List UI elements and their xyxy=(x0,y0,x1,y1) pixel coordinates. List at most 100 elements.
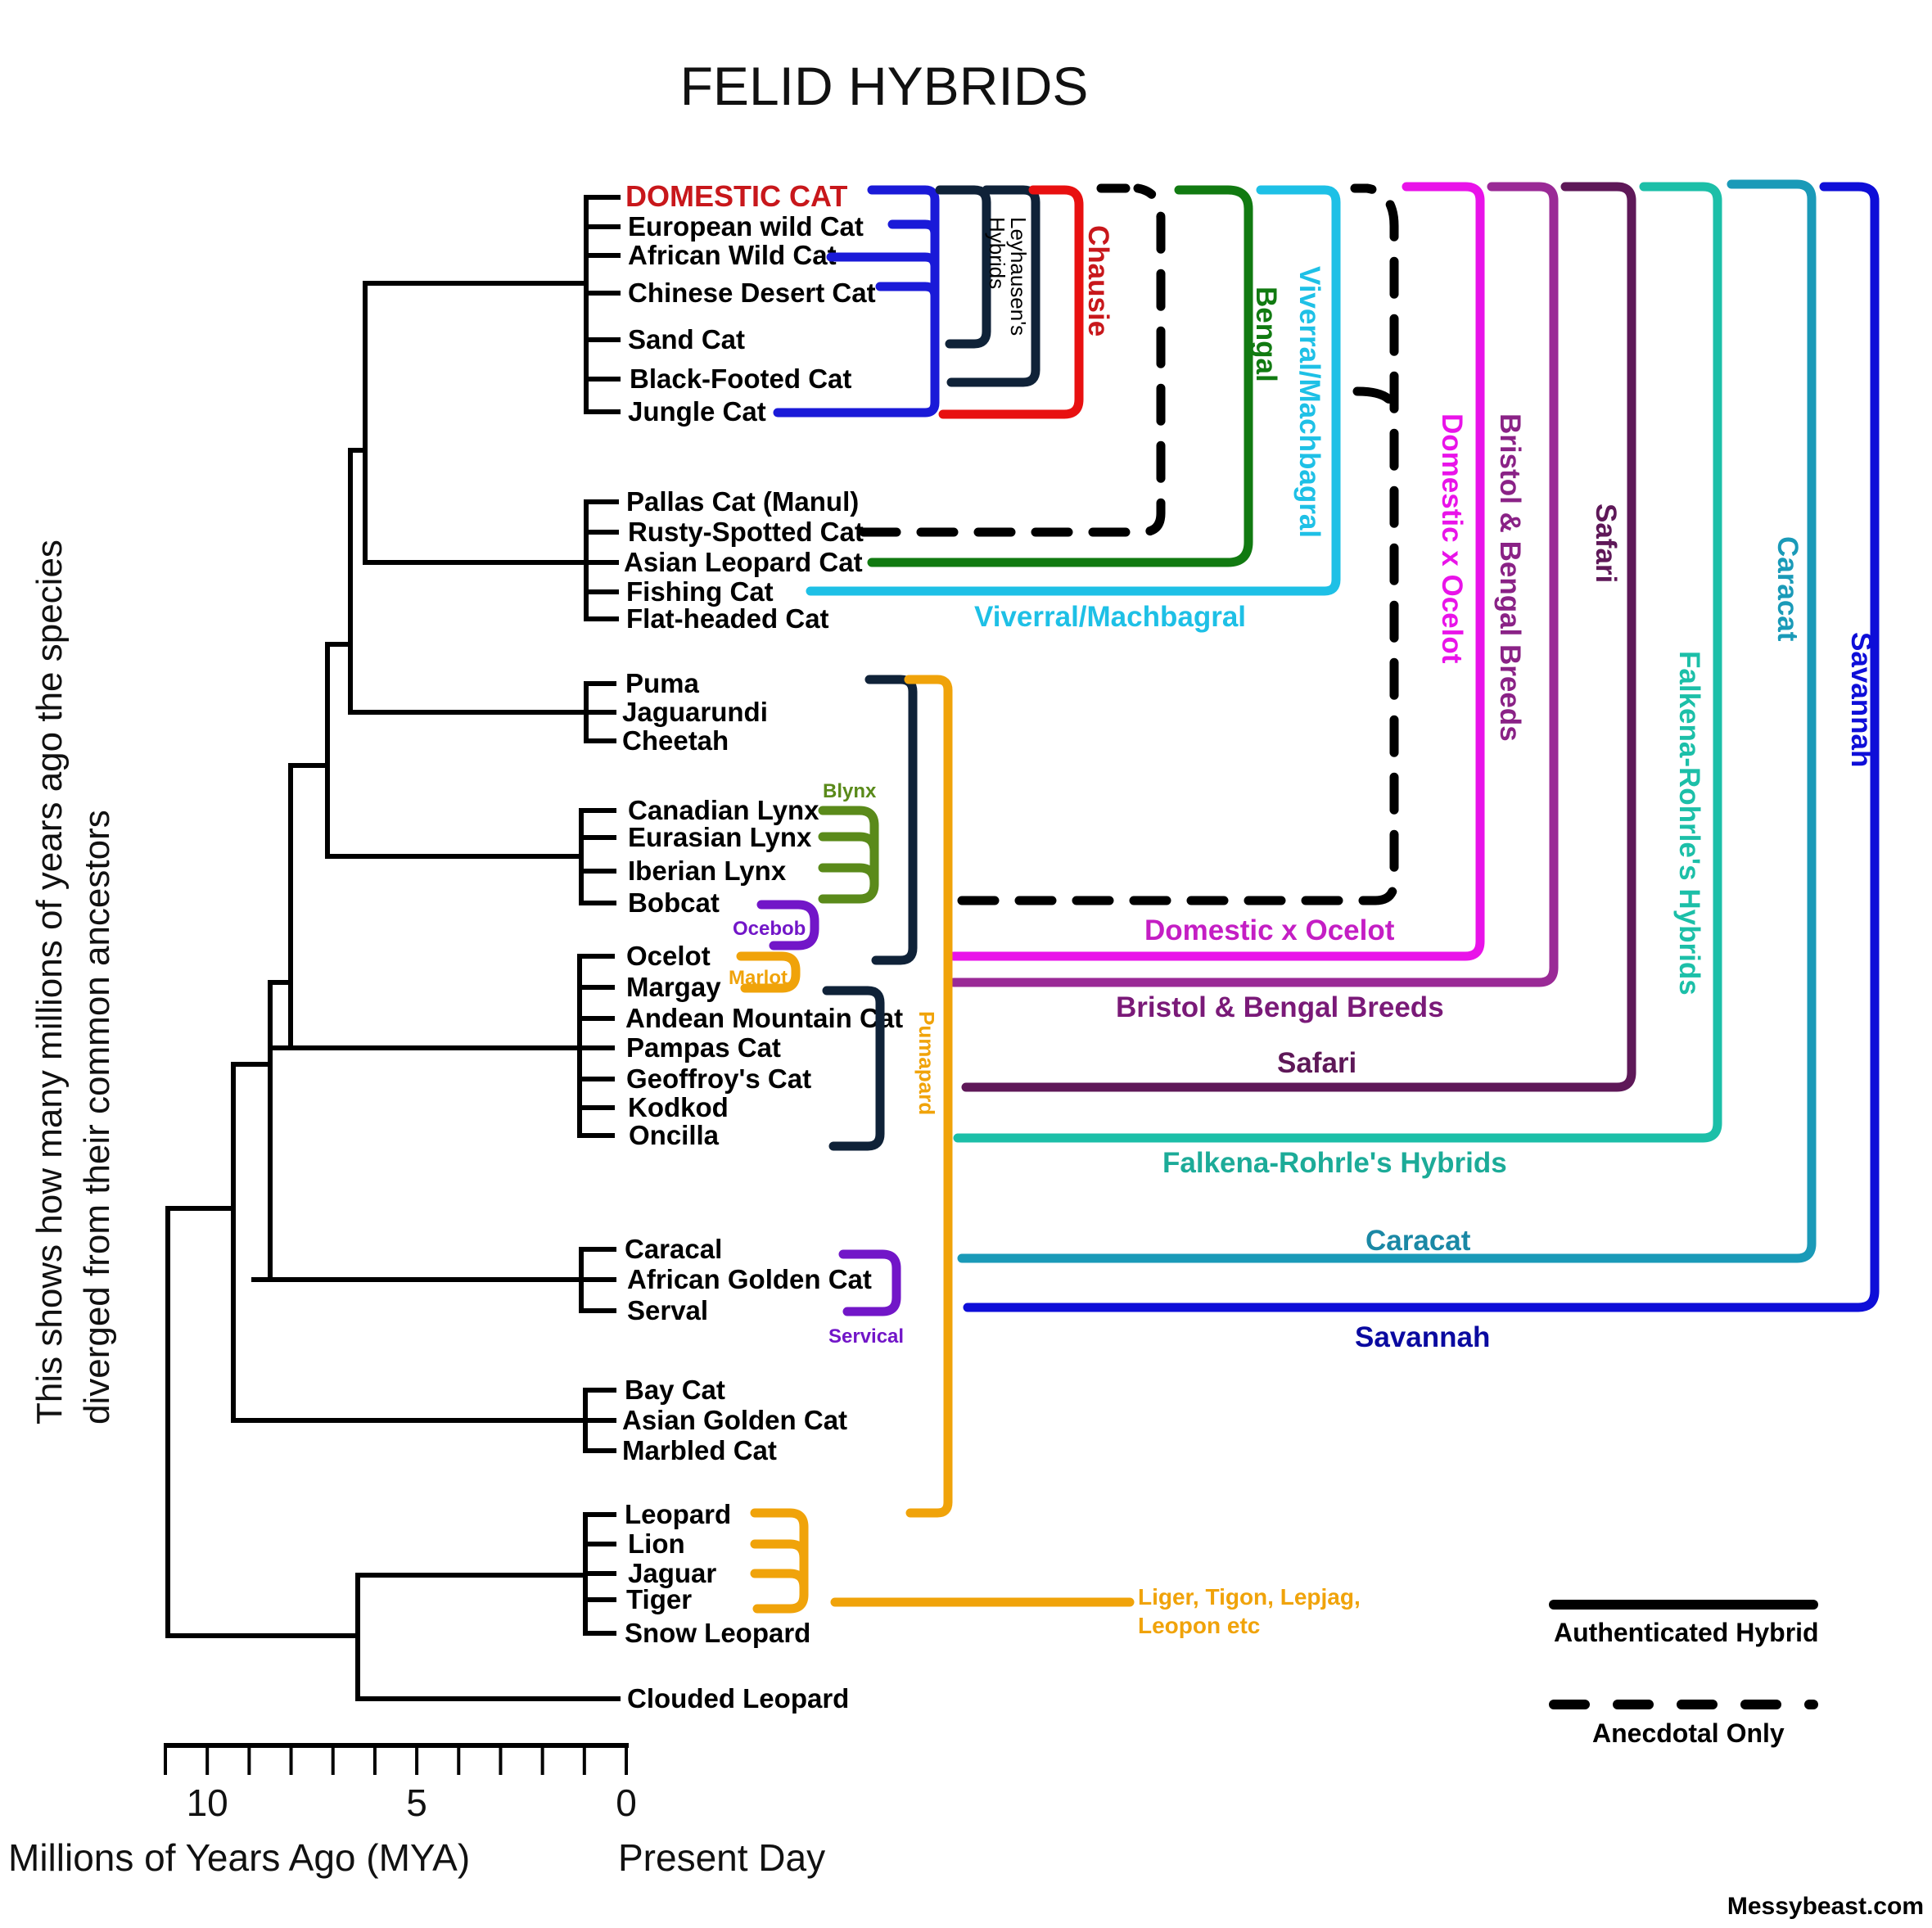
label-savannah-horizontal: Savannah xyxy=(1355,1321,1490,1353)
diagram-title: FELID HYBRIDS xyxy=(680,56,1089,116)
species-label: Sand Cat xyxy=(628,324,745,354)
species-label: Andean Mountain Cat xyxy=(625,1003,903,1033)
species-label: Margay xyxy=(626,972,721,1002)
hybrid-line-domestic-group xyxy=(773,185,940,418)
species-label: Ocelot xyxy=(626,941,711,971)
tree-branch-node-f xyxy=(165,1062,236,1423)
tree-branch-leopard-cat-clade xyxy=(363,499,619,621)
label-viverral-vertical: Viverral/Machbagral xyxy=(1293,266,1325,538)
species-label: Jungle Cat xyxy=(628,396,766,427)
legend-authenticated-label: Authenticated Hybrid xyxy=(1554,1618,1819,1647)
species-label: Asian Golden Cat xyxy=(622,1405,847,1435)
label-bristol-horizontal: Bristol & Bengal Breeds xyxy=(1116,991,1444,1023)
label-falkena-horizontal: Falkena-Rohrle's Hybrids xyxy=(1162,1147,1507,1179)
hybrid-line-ocebob xyxy=(756,900,819,950)
hybrid-line-safari xyxy=(961,182,1636,1092)
legend-anecdotal-label: Anecdotal Only xyxy=(1592,1718,1785,1748)
label-leyhausen-hybrids: Hybrids xyxy=(985,217,1009,289)
label-safari-vertical: Safari xyxy=(1590,503,1622,583)
tree-branch-lynx-clade xyxy=(325,808,616,905)
species-label: African Golden Cat xyxy=(627,1264,872,1294)
species-label: Snow Leopard xyxy=(625,1618,810,1648)
hybrid-line-viverral xyxy=(806,185,1341,596)
species-label: Marbled Cat xyxy=(622,1435,777,1465)
tree-branch-panthera-clade xyxy=(355,1512,616,1636)
species-label: Oncilla xyxy=(629,1120,720,1150)
hybrid-line-leyhausen-1 xyxy=(935,185,991,349)
label-bengal: Bengal xyxy=(1250,287,1282,382)
axis-ticks xyxy=(164,1745,628,1775)
label-viverral-horizontal: Viverral/Machbagral xyxy=(974,601,1246,633)
label-pumapard: Pumapard xyxy=(914,1011,939,1115)
y-caption-line2: diverged from their common ancestors xyxy=(77,810,117,1425)
hybrid-labels: Leyhausen's Hybrids Chausie Bengal Viver… xyxy=(729,217,1877,1638)
hybrid-line-servical xyxy=(838,1249,901,1316)
species-label: Jaguarundi xyxy=(622,697,768,727)
species-label: Leopard xyxy=(625,1499,731,1529)
hybrid-line-chausie xyxy=(938,185,1084,419)
species-label: Cheetah xyxy=(622,725,729,756)
label-pantherine-line2: Leopon etc xyxy=(1138,1613,1260,1638)
hybrid-line-bengal xyxy=(867,185,1253,567)
label-domestic-x-ocelot-vertical: Domestic x Ocelot xyxy=(1436,413,1468,664)
species-label: Clouded Leopard xyxy=(627,1683,849,1714)
label-caracat-horizontal: Caracat xyxy=(1365,1225,1471,1257)
axis-present-label: Present Day xyxy=(618,1836,825,1879)
hybrid-line-leyhausen-2 xyxy=(946,185,1040,387)
hybrid-line-falkena xyxy=(953,182,1722,1143)
tree-branch-clouded-leopard xyxy=(165,1573,621,1701)
tree-branch-node-d xyxy=(268,763,293,1050)
species-label: Bobcat xyxy=(628,887,720,918)
tree-branch-ocelot-clade xyxy=(268,954,615,1138)
axis-tick-label: 5 xyxy=(406,1781,427,1824)
species-label: Black-Footed Cat xyxy=(630,363,851,394)
hybrid-line-caracat xyxy=(957,179,1817,1263)
axis-tick-label: 0 xyxy=(616,1781,637,1824)
phylogenetic-tree xyxy=(165,195,621,1701)
label-pantherine-line1: Liger, Tigon, Lepjag, xyxy=(1138,1584,1361,1610)
label-savannah-vertical: Savannah xyxy=(1845,632,1877,767)
hybrid-lines xyxy=(736,179,1880,1614)
hybrid-line-pumapard xyxy=(904,675,953,1518)
tree-branch-puma-clade xyxy=(348,681,616,743)
species-label: Pallas Cat (Manul) xyxy=(626,486,859,517)
tree-branch-node-b xyxy=(325,448,353,715)
species-label: Asian Leopard Cat xyxy=(624,547,863,577)
label-servical: Servical xyxy=(828,1325,904,1348)
species-label: Caracal xyxy=(625,1234,722,1264)
hybrid-line-domestic-x-ocelot xyxy=(949,182,1485,961)
species-label: African Wild Cat xyxy=(628,240,837,270)
hybrid-line-pallas-anecdotal xyxy=(859,183,1166,537)
label-falkena-vertical: Falkena-Rohrle's Hybrids xyxy=(1673,651,1705,996)
y-caption-line1: This shows how many millions of years ag… xyxy=(29,540,70,1425)
hybrid-line-bristol-bengal xyxy=(949,182,1559,987)
species-label: Pampas Cat xyxy=(626,1032,781,1063)
species-label: Fishing Cat xyxy=(626,576,774,607)
species-label: Canadian Lynx xyxy=(628,795,819,825)
axis-label: Millions of Years Ago (MYA) xyxy=(8,1836,470,1879)
species-label: Flat-headed Cat xyxy=(626,603,829,634)
label-chausie: Chausie xyxy=(1082,225,1114,336)
label-safari-horizontal: Safari xyxy=(1277,1047,1356,1079)
label-domestic-x-ocelot-horizontal: Domestic x Ocelot xyxy=(1144,914,1395,946)
species-label: Geoffroy's Cat xyxy=(626,1063,811,1094)
species-label: Kodkod xyxy=(628,1092,729,1122)
tree-branch-domestic-clade xyxy=(363,195,621,414)
label-ocebob: Ocebob xyxy=(733,918,806,940)
label-marlot: Marlot xyxy=(729,967,788,989)
species-label: Tiger xyxy=(626,1584,692,1614)
label-bristol-vertical: Bristol & Bengal Breeds xyxy=(1494,413,1526,742)
species-label: Rusty-Spotted Cat xyxy=(628,517,864,547)
hybrid-line-savannah xyxy=(963,182,1880,1312)
y-caption: This shows how many millions of years ag… xyxy=(29,540,117,1425)
hybrid-line-ocelot-anecdotal xyxy=(957,183,1399,905)
species-label: Puma xyxy=(625,668,700,698)
label-caracat-vertical: Caracat xyxy=(1772,536,1803,642)
tree-branch-caracal-clade xyxy=(251,1247,616,1313)
label-leyhausen: Leyhausen's xyxy=(1006,217,1031,336)
species-label: Eurasian Lynx xyxy=(628,822,812,852)
species-label: European wild Cat xyxy=(628,211,864,242)
